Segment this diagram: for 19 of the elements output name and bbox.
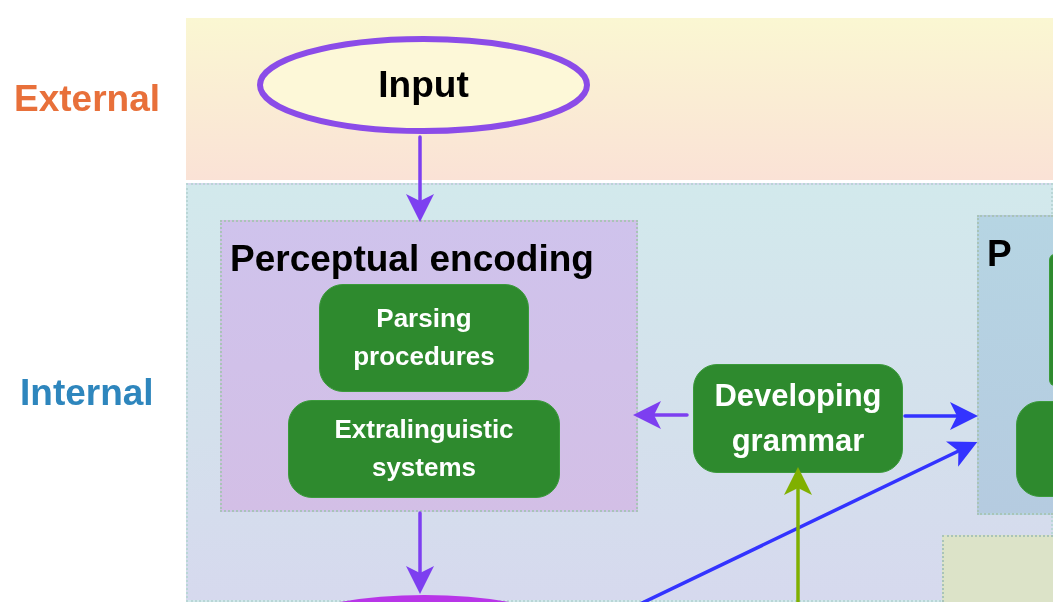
arrow [406, 511, 434, 594]
region-label: Internal [20, 371, 154, 414]
arrow [633, 401, 689, 429]
panel-heading: P [987, 233, 1012, 275]
ellipse-node [257, 36, 590, 134]
group-panel [220, 220, 638, 512]
arrow [784, 467, 812, 602]
region-label: External [14, 78, 160, 120]
process-box: Developing grammar [693, 364, 903, 473]
arrow [406, 135, 434, 222]
arrow [638, 441, 978, 602]
process-box: Parsing procedures [319, 284, 529, 392]
group-panel [942, 535, 1053, 602]
arrow [903, 402, 978, 430]
node-label: Input [378, 64, 469, 106]
process-box [1016, 401, 1053, 497]
group-panel [977, 215, 1053, 515]
process-box: Extralinguistic systems [288, 400, 560, 498]
panel-heading: Perceptual encoding [230, 238, 594, 280]
